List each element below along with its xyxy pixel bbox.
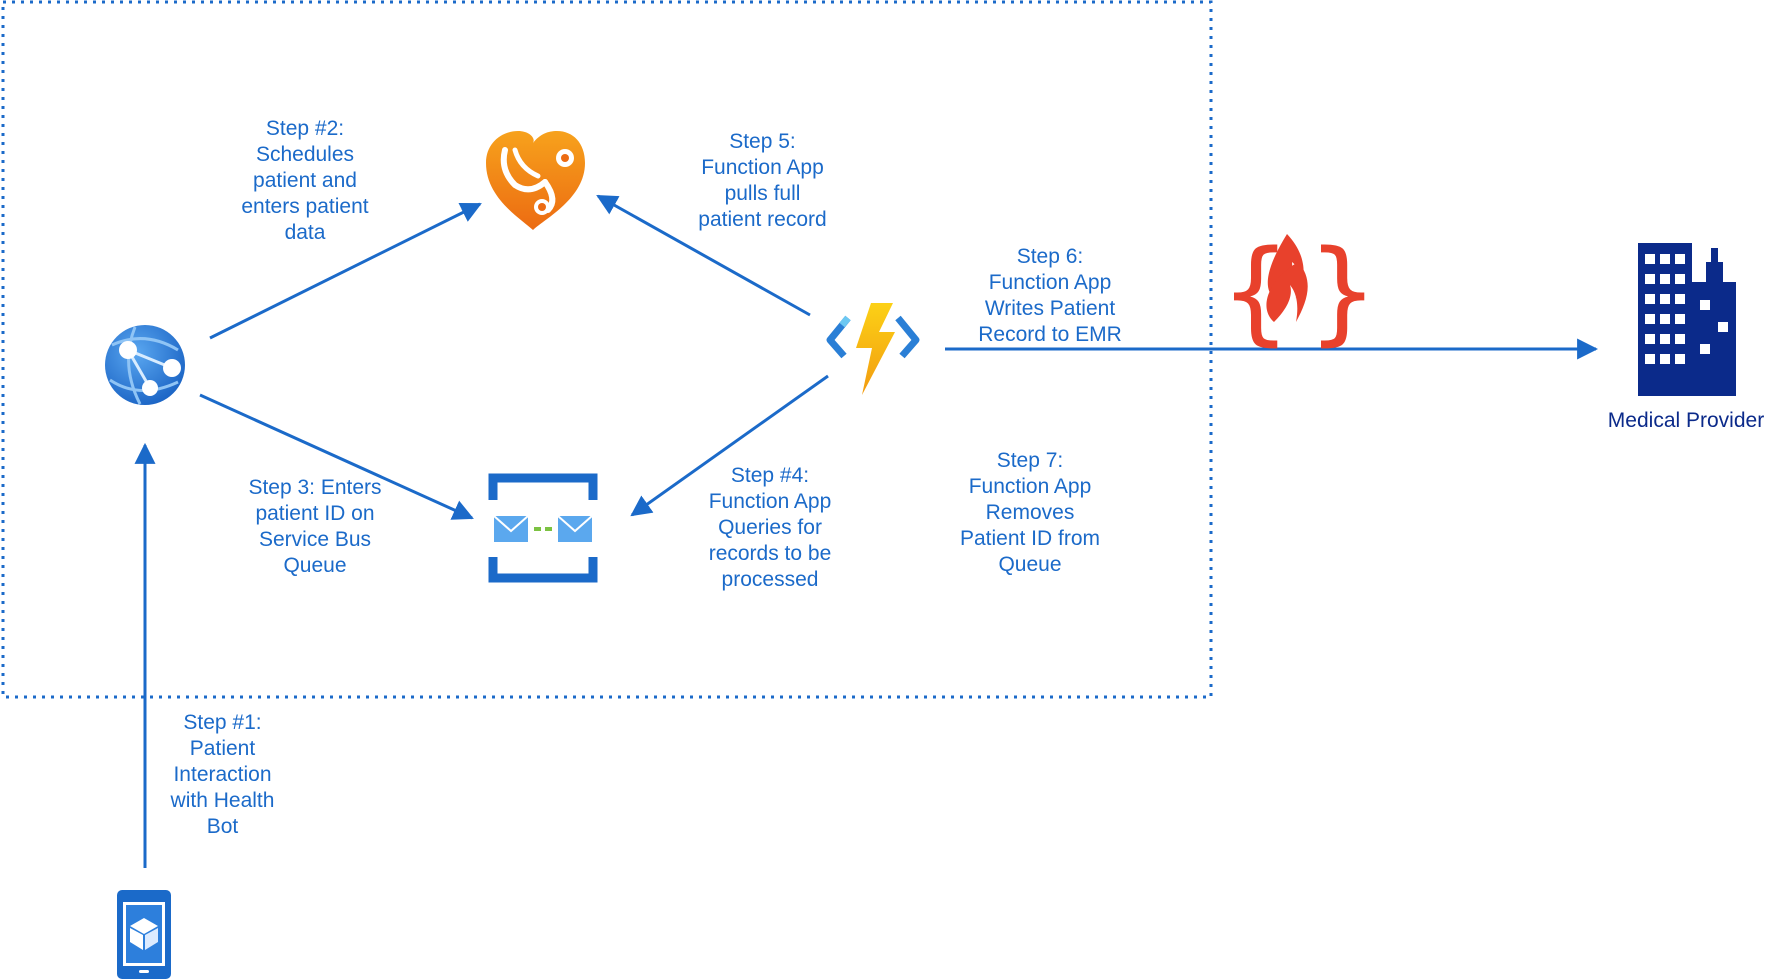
svg-text:}: } xyxy=(1307,227,1378,357)
step-5-label: Step 5: Function App pulls full patient … xyxy=(698,130,827,231)
subscription-boundary xyxy=(1,0,1213,699)
step-2-label: Step #2: Schedules patient and enters pa… xyxy=(241,117,369,244)
building-icon xyxy=(1638,243,1736,396)
arrow-function-to-service-bus xyxy=(630,374,829,517)
step-1-label: Step #1: Patient Interaction with Health… xyxy=(170,711,275,838)
fhir-flame-icon: { } xyxy=(1220,227,1378,357)
step-3-label: Step 3: Enters patient ID on Service Bus… xyxy=(248,476,382,577)
arrow-webapp-to-health-api xyxy=(209,202,482,340)
medical-provider-label: Medical Provider xyxy=(1607,409,1765,432)
function-app-icon xyxy=(826,303,920,395)
service-bus-queue-icon xyxy=(488,473,598,583)
web-app-icon xyxy=(105,325,185,405)
heart-stethoscope-icon xyxy=(486,131,585,230)
step-4-label: Step #4: Function App Queries for record… xyxy=(708,464,832,591)
arrow-webapp-to-service-bus xyxy=(199,393,474,520)
step-7-label: Step 7: Function App Removes Patient ID … xyxy=(959,449,1101,576)
arrow-function-to-health-api xyxy=(596,194,811,317)
step-6-label: Step 6: Function App Writes Patient Reco… xyxy=(978,245,1122,346)
mobile-bot-icon xyxy=(117,890,171,979)
